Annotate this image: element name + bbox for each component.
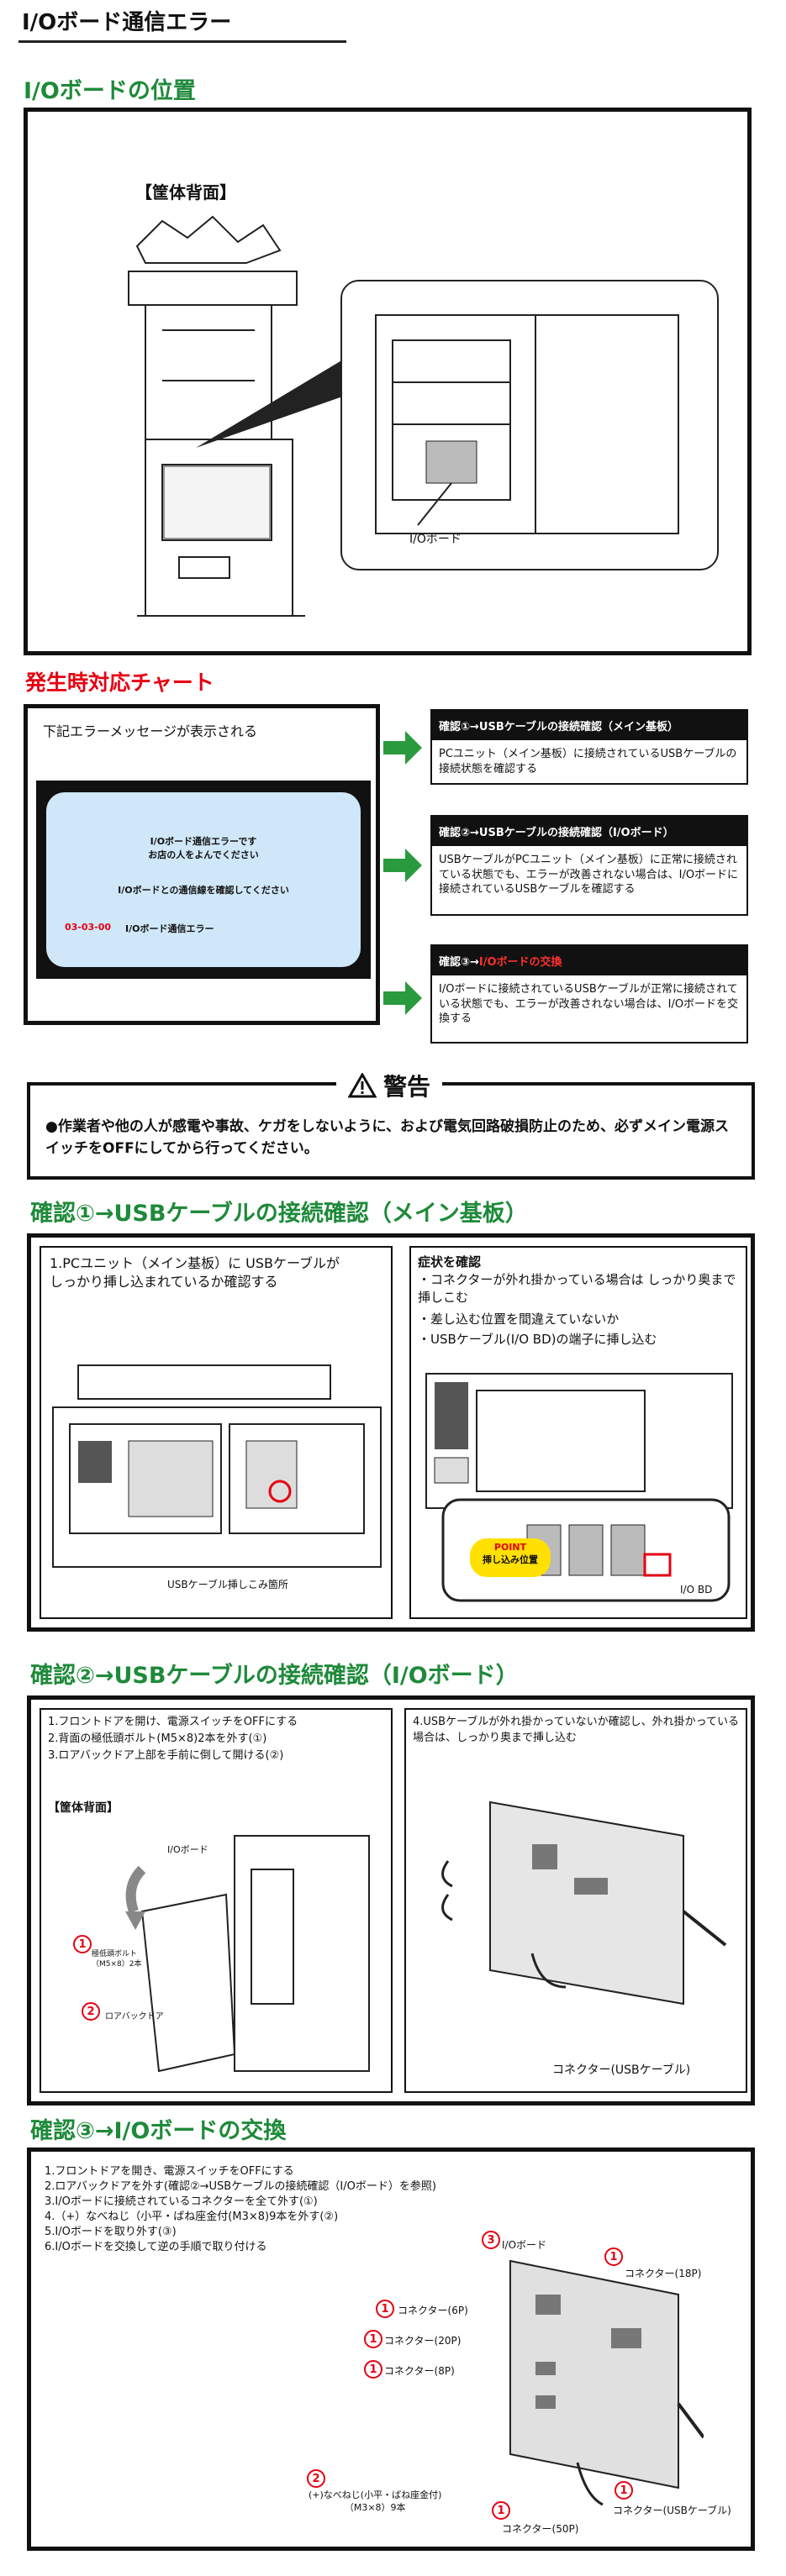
arrow-right-icon [383,981,422,1015]
chart-step-3-title: 確認③→I/Oボードの交換 [432,946,746,975]
cabinet-back-label: 【筐体背面】 [135,182,236,202]
io-board-usb-illustration [441,1801,727,2006]
check2-step-3: 3.ロアバックドア上部を手前に倒して開ける(②) [48,1749,284,1762]
c3-connector-18p: コネクター(18P) [625,2268,702,2279]
check1-left: 1.PCユニット（メイン基板）に USBケーブルがしっかり挿し込まれているか確認… [40,1246,393,1619]
check2-back-label: 【筐体背面】 [48,1801,119,1815]
chart-step-2: 確認②→USBケーブルの接続確認（I/Oボード） USBケーブルがPCユニット（… [430,815,748,916]
check2-heading: 確認②→USBケーブルの接続確認（I/Oボード） [30,1663,519,1689]
screen-line2: お店の人をよんでください [148,849,259,860]
check2-left: 1.フロントドアを開け、電源スイッチをOFFにする 2.背面の極低頭ボルト(M5… [40,1708,393,2093]
check3-step-3: 3.I/Oボードに接続されているコネクターを全て外す(①) [45,2195,318,2208]
check2-step-1: 1.フロントドアを開け、電源スイッチをOFFにする [48,1716,298,1728]
error-code: 03-03-00 [65,922,112,933]
c3-connector-6p: コネクター(6P) [398,2305,468,2316]
pc-unit-illustration [52,1364,382,1568]
marker-1: 1 [73,1935,92,1953]
screen-line3: I/Oボードとの通信線を確認してください [118,885,289,896]
check2-panel: 1.フロントドアを開け、電源スイッチをOFFにする 2.背面の極低頭ボルト(M5… [27,1695,755,2105]
check1-left-caption: USBケーブル挿しこみ箇所 [167,1579,288,1590]
check2-right: 4.USBケーブルが外れ掛かっていないか確認し、外れ掛かっている場合は、しっかり… [404,1708,747,2093]
chart-heading: 発生時対応チャート [25,670,214,695]
io-bd-label: I/O BD [680,1584,713,1596]
warning-text: ●作業者や他の人が感電や事故、ケガをしないように、および電気回路破損防止のため、… [45,1118,729,1158]
marker-1: 1 [364,2360,382,2379]
warning-header: 警告 [336,1069,443,1102]
check3-panel: 1.フロントドアを開き、電源スイッチをOFFにする 2.ロアバックドアを外す(確… [27,2148,755,2551]
zoom-detail: I/Oボード [340,280,719,570]
location-heading: I/Oボードの位置 [24,78,196,104]
error-message-panel: 下記エラーメッセージが表示される I/Oボード通信エラーです お店の人をよんでく… [24,704,380,1025]
marker-1: 1 [492,2501,510,2520]
io-board-replace-illustration [509,2259,704,2506]
title-divider [18,40,346,43]
chart-step-1: 確認①→USBケーブルの接続確認（メイン基板） PCユニット（メイン基板）に接続… [430,709,748,785]
page-title: I/Oボード通信エラー [22,10,232,35]
warning-title: 警告 [383,1073,431,1101]
check2-right-text: 4.USBケーブルが外れ掛かっていないか確認し、外れ掛かっている場合は、しっかり… [413,1716,740,1744]
point-badge: POINT 挿し込み位置 [470,1538,551,1577]
check1-item-2: ・差し込む位置を間違えていないか [418,1312,620,1327]
check1-right-title: 症状を確認 [418,1254,482,1270]
location-panel: 【筐体背面】 [24,108,752,655]
check1-item-3: ・USBケーブル(I/O BD)の端子に挿し込む [418,1332,657,1347]
io-board-label: I/Oボード [409,533,462,546]
chart-step-3-prefix: 確認③→ [439,956,479,969]
error-screen: I/Oボード通信エラーです お店の人をよんでください I/Oボードとの通信線を確… [46,792,361,967]
marker-1: 1 [376,2300,394,2318]
arrow-right-icon [383,849,422,882]
check1-left-text: 1.PCユニット（メイン基板）に USBケーブルがしっかり挿し込まれているか確認… [50,1255,340,1290]
chart-step-1-title: 確認①→USBケーブルの接続確認（メイン基板） [432,711,746,740]
c3-connector-8p: コネクター(8P) [384,2365,455,2377]
lower-back-door-illustration [125,1835,370,2073]
check1-heading: 確認①→USBケーブルの接続確認（メイン基板） [30,1201,528,1227]
check3-step-4: 4.（+）なべねじ（小平・ばね座金付(M3×8)9本を外す(②) [45,2211,339,2223]
point-label: POINT [493,1542,527,1553]
chart-step-2-body: USBケーブルがPCユニット（メイン基板）に正常に接続されている状態でも、エラー… [439,854,739,896]
marker-1: 1 [604,2247,623,2266]
chart-step-3-body: I/Oボードに接続されているUSBケーブルが正常に接続されている状態でも、エラー… [439,983,739,1026]
cabinet-illustration [128,215,305,617]
warning-box: 警告 ●作業者や他の人が感電や事故、ケガをしないように、および電気回路破損防止の… [27,1069,755,1180]
check3-step-5: 5.I/Oボードを取り外す(③) [45,2226,177,2238]
chart-step-1-body: PCユニット（メイン基板）に接続されているUSBケーブルの接続状態を確認する [439,748,737,775]
check1-right: 症状を確認 ・コネクターが外れ掛かっている場合は しっかり奥まで挿しこむ ・差し… [409,1246,747,1619]
arrow-right-icon [383,731,422,765]
check3-step-2: 2.ロアバックドアを外す(確認②→USBケーブルの接続確認（I/Oボード）を参照… [45,2180,436,2193]
io-bd-port-illustration [425,1373,733,1602]
chart-step-3: 確認③→I/Oボードの交換 I/Oボードに接続されているUSBケーブルが正常に接… [430,944,748,1044]
marker-1: 1 [615,2481,633,2500]
check1-panel: 1.PCユニット（メイン基板）に USBケーブルがしっかり挿し込まれているか確認… [27,1233,755,1632]
c3-connector-50p: コネクター(50P) [502,2523,579,2535]
error-code-text: I/Oボード通信エラー [125,923,214,934]
warning-triangle-icon [348,1073,377,1098]
message-intro: 下記エラーメッセージが表示される [43,723,258,739]
chart-step-3-highlight: I/Oボードの交換 [478,956,562,969]
c3-io-board: I/Oボード [502,2239,547,2251]
c3-usb-connector: コネクター(USBケーブル) [613,2505,731,2516]
screen-frame: I/Oボード通信エラーです お店の人をよんでください I/Oボードとの通信線を確… [36,781,371,979]
marker-2: 2 [307,2469,325,2488]
bolt-label: 極低頭ボルト（M5×8）2本 [92,1950,142,1969]
check3-step-1: 1.フロントドアを開き、電源スイッチをOFFにする [45,2165,294,2178]
c3-connector-20p: コネクター(20P) [384,2335,462,2347]
marker-3: 3 [482,2231,500,2249]
door-label: ロアバックドア [105,2012,164,2021]
check3-heading: 確認③→I/Oボードの交換 [30,2118,287,2144]
marker-1: 1 [364,2330,382,2348]
screen-line1: I/Oボード通信エラーです [150,836,257,847]
check2-io-label: I/Oボード [167,1844,208,1855]
callout-pointer [196,347,364,448]
usb-connector-label: コネクター(USBケーブル) [552,2063,691,2077]
marker-2: 2 [82,2002,100,2021]
c3-screw-label: (+)なべねじ(小平・ばね座金付)（M3×8）9本 [309,2489,442,2513]
check3-step-6: 6.I/Oボードを交換して逆の手順で取り付ける [45,2241,267,2253]
check1-item-1: ・コネクターが外れ掛かっている場合は しっかり奥まで挿しこむ [418,1272,736,1305]
point-text: 挿し込み位置 [483,1554,538,1565]
check2-step-2: 2.背面の極低頭ボルト(M5×8)2本を外す(①) [48,1732,267,1745]
chart-step-2-title: 確認②→USBケーブルの接続確認（I/Oボード） [432,817,746,846]
